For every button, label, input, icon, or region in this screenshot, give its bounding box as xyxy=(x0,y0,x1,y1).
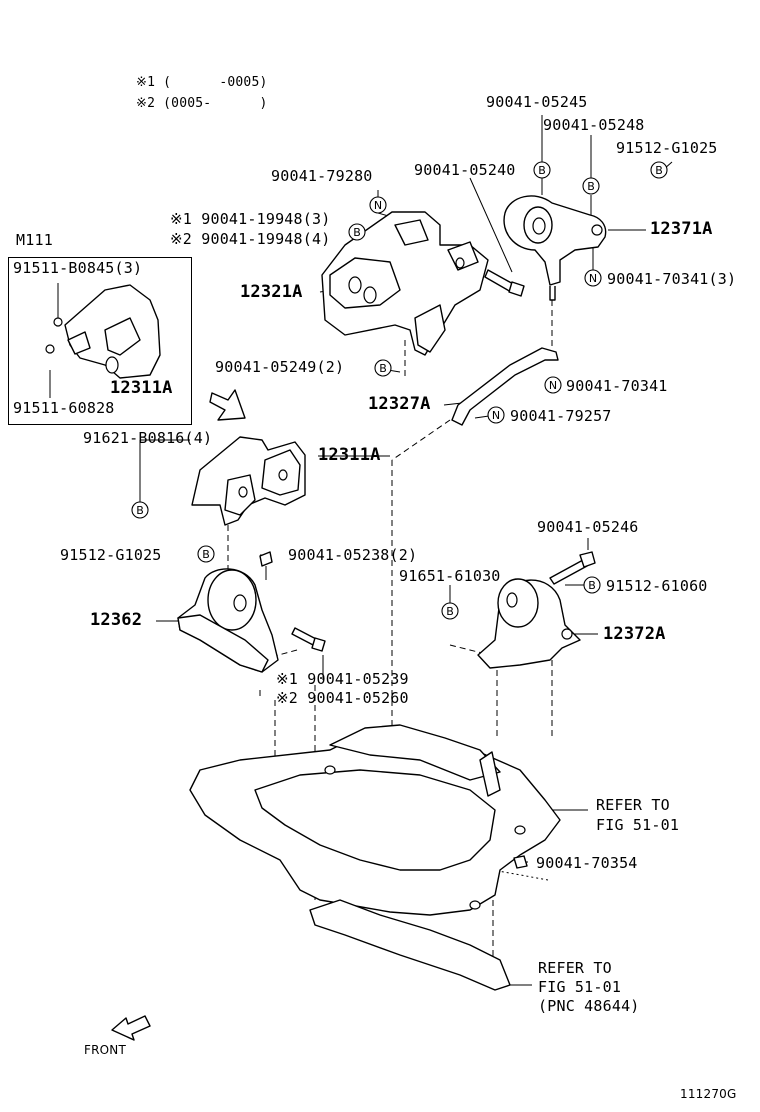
refer-1-line-1: REFER TO xyxy=(596,796,670,814)
front-arrow-icon xyxy=(111,1015,151,1041)
label-90041-05245: 90041-05245 xyxy=(486,93,588,111)
note-1: ※1 ( -0005) xyxy=(136,75,268,90)
svg-text:B: B xyxy=(538,164,546,177)
svg-text:N: N xyxy=(374,199,382,212)
inset-part-12311A xyxy=(45,284,161,379)
svg-text:B: B xyxy=(588,579,596,592)
label-91512-G1025-top: 91512-G1025 xyxy=(616,139,718,157)
label-90041-05238: 90041-05238(2) xyxy=(288,546,418,564)
insert-arrow xyxy=(209,389,246,421)
label-91651-61030: 91651-61030 xyxy=(399,567,501,585)
n-symbol-icon xyxy=(369,196,387,214)
label-90041-05248: 90041-05248 xyxy=(543,116,645,134)
label-91512-G1025-mid: 91512-G1025 xyxy=(60,546,162,564)
inset-label-bottom: 91511-60828 xyxy=(13,399,115,417)
label-90041-05249: 90041-05249(2) xyxy=(215,358,345,376)
svg-text:N: N xyxy=(589,272,597,285)
label-90041-79257: 90041-79257 xyxy=(510,407,612,425)
svg-text:B: B xyxy=(655,164,663,177)
svg-text:B: B xyxy=(136,504,144,517)
b-symbol-icon xyxy=(197,545,215,563)
label-91621-B0816: 91621-B0816(4) xyxy=(83,429,213,447)
front-suspension-member xyxy=(189,724,561,991)
refer-2-line-2: FIG 51-01 xyxy=(538,978,622,996)
label-90041-05260: ※2 90041-05260 xyxy=(276,689,409,707)
n-symbol-icon xyxy=(544,376,562,394)
b-symbol-icon xyxy=(374,359,392,377)
label-90041-19948-1: ※1 90041-19948(3) xyxy=(170,210,331,228)
label-12372A: 12372A xyxy=(603,624,666,644)
b-symbol-icon xyxy=(131,501,149,519)
label-90041-70341: 90041-70341 xyxy=(566,377,668,395)
b-symbol-icon xyxy=(533,161,551,179)
front-label: FRONT xyxy=(84,1043,126,1057)
bolt-90041-05238 xyxy=(259,551,273,580)
refer-2-line-1: REFER TO xyxy=(538,959,612,977)
label-91512-61060: 91512-61060 xyxy=(606,577,708,595)
label-90041-70354: 90041-70354 xyxy=(536,854,638,872)
bracket-12321A xyxy=(321,211,489,356)
refer-1-line-2: FIG 51-01 xyxy=(596,816,680,834)
svg-text:B: B xyxy=(587,180,595,193)
svg-text:B: B xyxy=(202,548,210,561)
note-2: ※2 (0005- ) xyxy=(136,96,268,111)
svg-text:N: N xyxy=(492,409,500,422)
nut-90041-70354 xyxy=(513,855,528,869)
symbol-markers: B B B N B N B N N B B B B xyxy=(131,161,668,620)
b-symbol-icon xyxy=(441,602,459,620)
inset-part-label: 12311A xyxy=(110,378,173,398)
b-symbol-icon xyxy=(583,576,601,594)
bolt-90041-05240 xyxy=(484,269,525,297)
stay-12327A xyxy=(451,347,559,426)
inset-title: M111 xyxy=(16,231,53,249)
figure-id: 111270G xyxy=(680,1087,737,1101)
label-90041-05239: ※1 90041-05239 xyxy=(276,670,409,688)
label-12321A: 12321A xyxy=(240,282,303,302)
label-90041-79280: 90041-79280 xyxy=(271,167,373,185)
svg-text:B: B xyxy=(353,226,361,239)
n-symbol-icon xyxy=(584,269,602,287)
label-12371A: 12371A xyxy=(650,219,713,239)
label-90041-70341-3: 90041-70341(3) xyxy=(607,270,737,288)
b-symbol-icon xyxy=(582,177,600,195)
label-90041-19948-2: ※2 90041-19948(4) xyxy=(170,230,331,248)
svg-text:N: N xyxy=(549,379,557,392)
label-90041-05246: 90041-05246 xyxy=(537,518,639,536)
mount-12372A xyxy=(477,578,581,669)
bolt-90041-05246 xyxy=(549,551,596,585)
mount-12371A xyxy=(503,195,607,301)
refer-2-line-3: (PNC 48644) xyxy=(538,997,640,1015)
mount-12362 xyxy=(177,568,279,673)
inset-box xyxy=(8,257,192,425)
svg-text:B: B xyxy=(446,605,454,618)
b-symbol-icon xyxy=(650,161,668,179)
bolt-90041-05239 xyxy=(291,627,326,652)
label-12362: 12362 xyxy=(90,610,143,630)
bracket-12311A xyxy=(191,436,306,526)
label-90041-05240: 90041-05240 xyxy=(414,161,516,179)
b-symbol-icon xyxy=(348,223,366,241)
label-12311A: 12311A xyxy=(318,445,381,465)
label-12327A: 12327A xyxy=(368,394,431,414)
n-symbol-icon xyxy=(487,406,505,424)
inset-label-top: 91511-B0845(3) xyxy=(13,259,143,277)
svg-text:B: B xyxy=(379,362,387,375)
